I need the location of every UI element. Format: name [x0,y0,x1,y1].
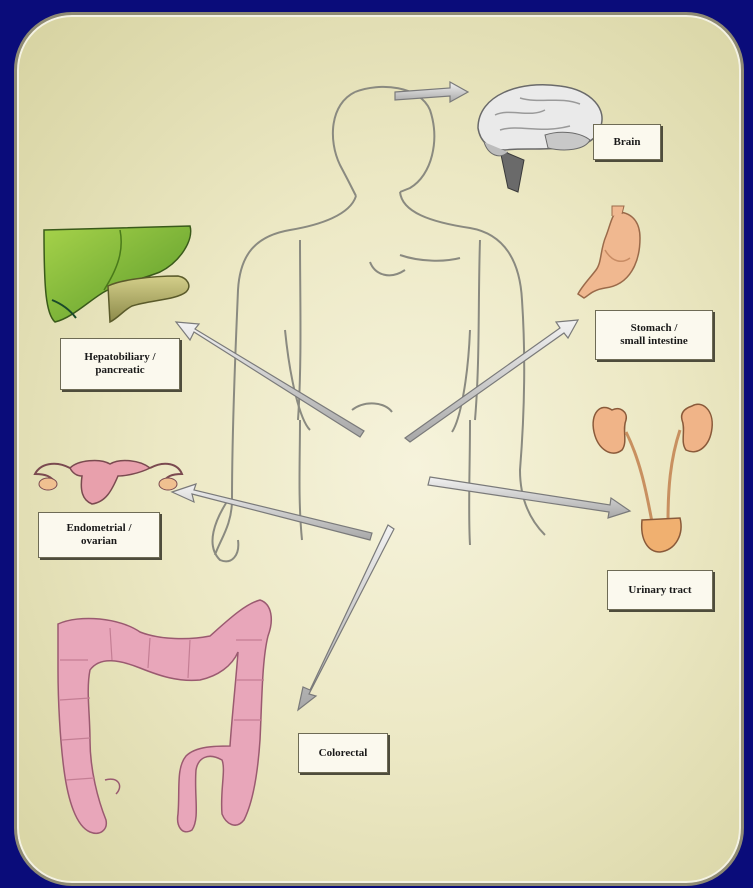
label-colorectal: Colorectal [298,733,388,773]
uterus-icon [35,461,182,504]
label-endometrial-ovarian: Endometrial / ovarian [38,512,160,558]
arrow-colorectal [298,525,394,710]
pancreas-icon [108,276,189,322]
arrow-brain [395,82,468,102]
label-hepatobiliary-pancreatic: Hepatobiliary / pancreatic [60,338,180,390]
bladder-icon [642,518,681,552]
brain-icon [478,85,602,192]
label-brain: Brain [593,124,661,160]
label-stomach-small-intestine: Stomach / small intestine [595,310,713,360]
arrow-hepatobiliary [176,322,364,437]
arrow-endometrial [172,484,372,540]
colon-icon [58,600,271,833]
stomach-icon [578,206,640,298]
label-urinary-tract: Urinary tract [607,570,713,610]
arrow-stomach [405,320,578,442]
